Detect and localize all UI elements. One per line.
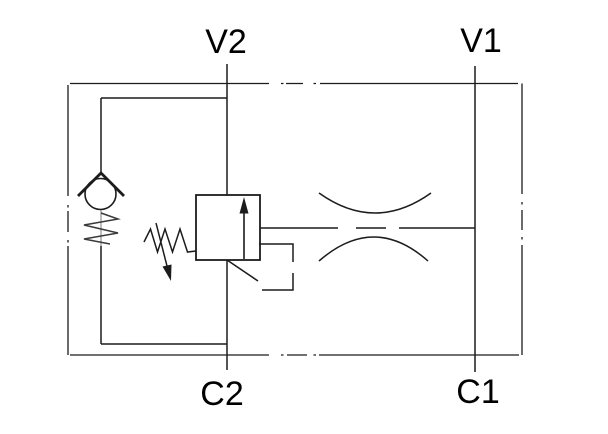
- port-label-v2: V2: [205, 23, 247, 61]
- pilot-line-segments: [226, 243, 294, 291]
- adjustment-arrow-line: [155, 222, 168, 267]
- counterbalance-valve-symbol: [195, 194, 261, 261]
- adjustable-spring-symbol: [143, 222, 197, 281]
- orifice-lower-curve: [318, 236, 429, 262]
- port-label-c2: C2: [200, 375, 243, 413]
- flow-arrow-head: [239, 197, 249, 214]
- pilot-line: [226, 243, 294, 291]
- orifice-upper-curve: [318, 192, 432, 214]
- orifice-symbol: [318, 192, 432, 262]
- port-label-c1: C1: [456, 373, 499, 411]
- check-valve-spring: [83, 212, 121, 245]
- adjustment-arrow-head: [162, 264, 172, 281]
- spring-zigzag: [143, 226, 197, 255]
- check-valve-symbol: [77, 171, 125, 246]
- envelope-boundary: [67, 82, 523, 356]
- bypass-branch: [100, 97, 227, 345]
- check-valve-ball: [84, 177, 117, 211]
- port-label-v1: V1: [460, 22, 502, 60]
- valve-body: [195, 194, 261, 261]
